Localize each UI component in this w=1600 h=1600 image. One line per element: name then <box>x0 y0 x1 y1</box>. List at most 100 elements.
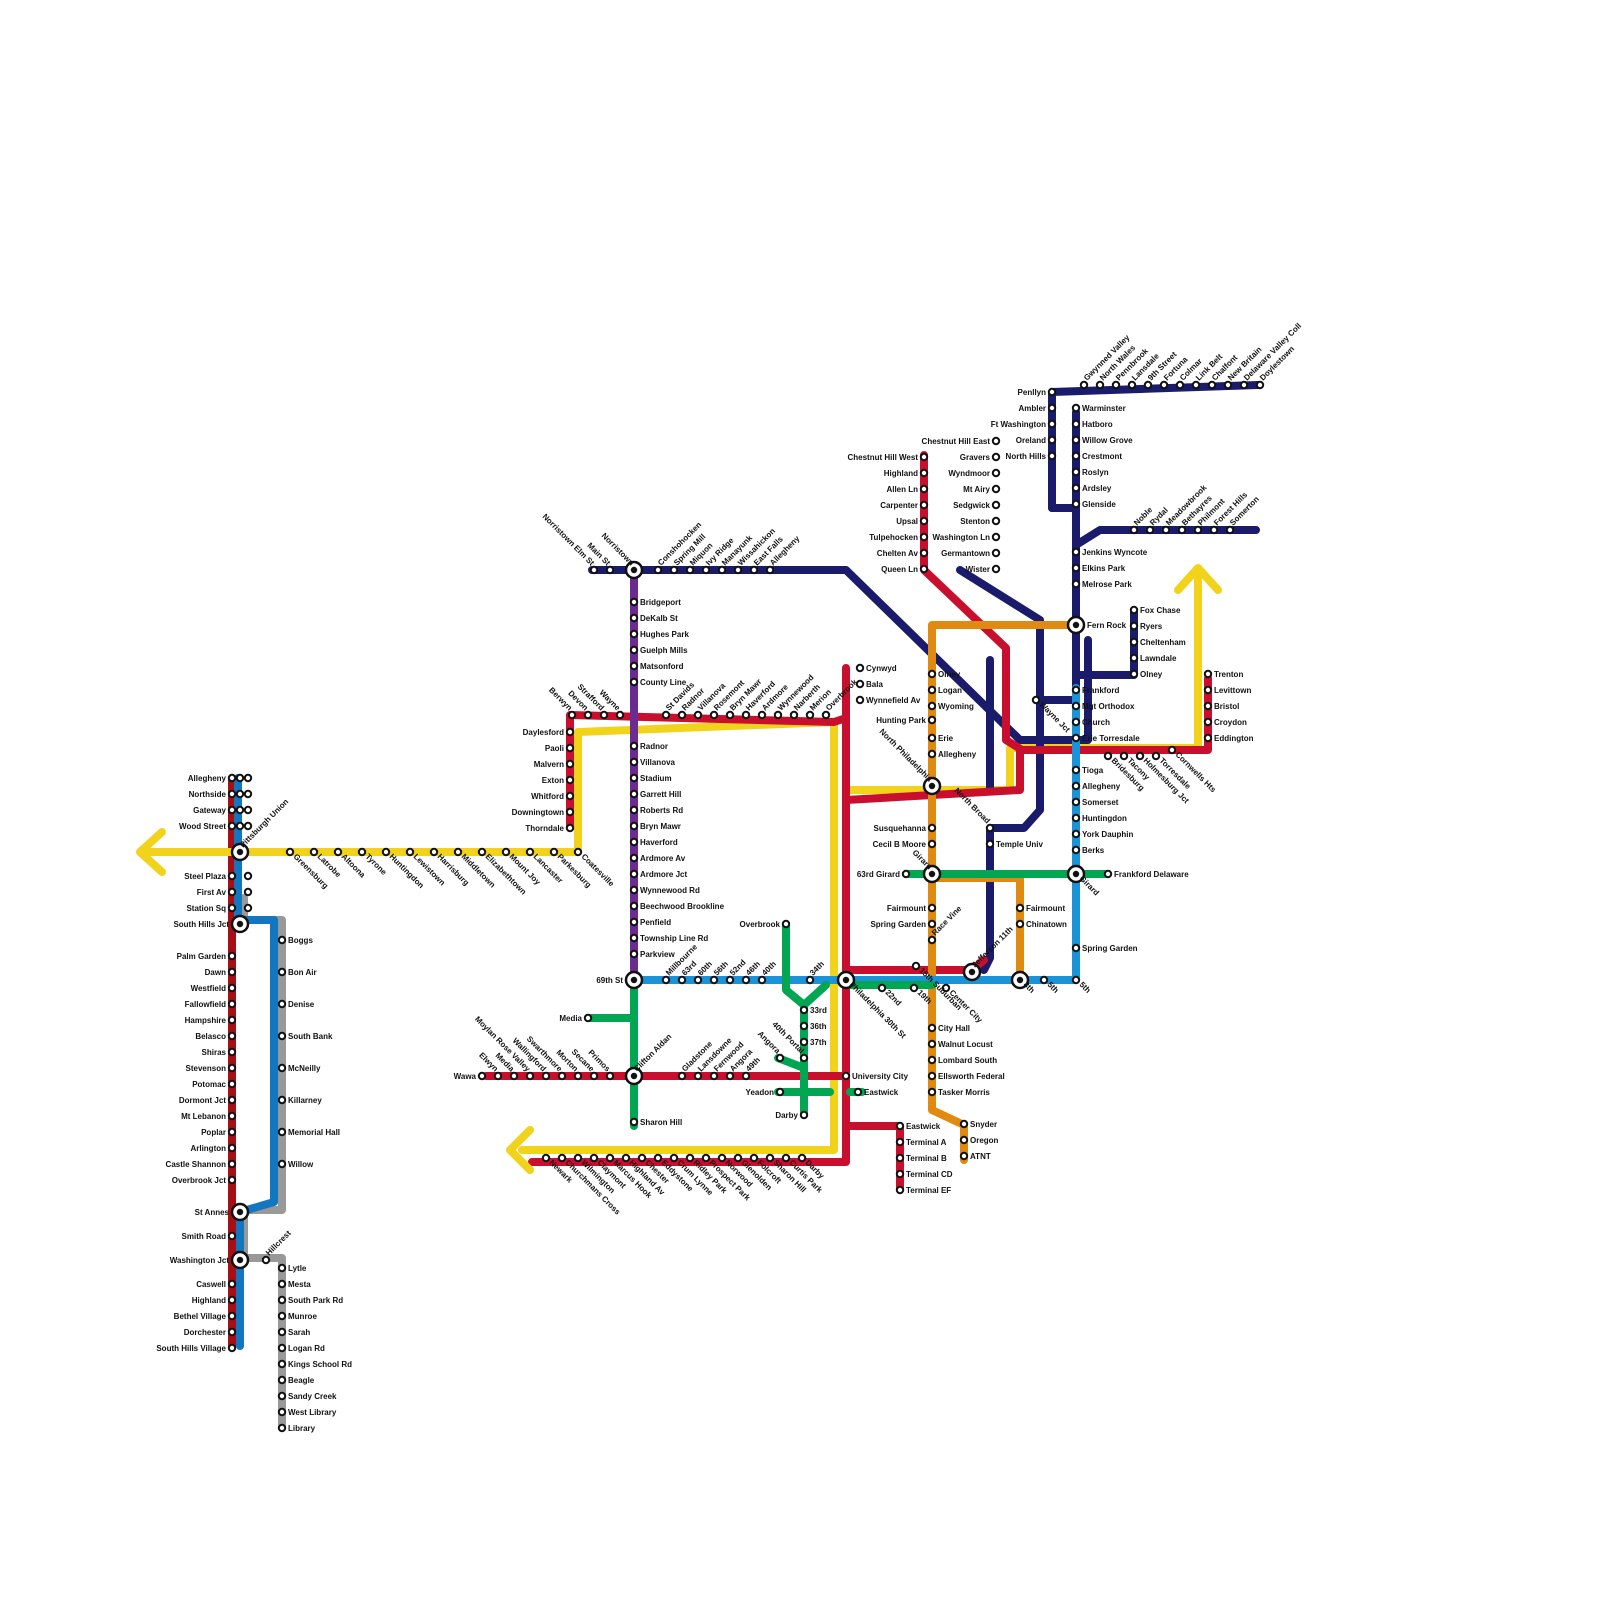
station-first-av-6[interactable] <box>227 887 237 897</box>
station-gladstone-157[interactable] <box>677 1071 687 1081</box>
station-radnor-77[interactable] <box>677 710 687 720</box>
station-wynnewood-rd-113[interactable] <box>629 885 639 895</box>
station-rydal-243[interactable] <box>1145 525 1155 535</box>
station-60th-121[interactable] <box>693 975 703 985</box>
station-harrisburg-58[interactable] <box>429 847 439 857</box>
station-mount-joy-61[interactable] <box>501 847 511 857</box>
station-gwynned-valley-223[interactable] <box>1079 380 1089 390</box>
station-tyrone-55[interactable] <box>357 847 367 857</box>
station-wallingford-151[interactable] <box>541 1071 551 1081</box>
station-willow-grove-237[interactable] <box>1071 435 1081 445</box>
station-mt-airy-212[interactable] <box>991 484 1001 494</box>
station-ardmore-jct-112[interactable] <box>629 869 639 879</box>
station-52nd-123[interactable] <box>725 975 735 985</box>
station-germantown-216[interactable] <box>991 548 1001 558</box>
station-pennbrook-225[interactable] <box>1111 380 1121 390</box>
station-bryn-mawr-80[interactable] <box>725 710 735 720</box>
station-terminal-cd-196[interactable] <box>895 1169 905 1179</box>
station-wood-street-3[interactable] <box>227 821 237 831</box>
station-22nd-128[interactable] <box>877 983 887 993</box>
station-south-hills-village-31[interactable] <box>227 1343 237 1353</box>
station-rosemont-79[interactable] <box>709 710 719 720</box>
station-atnt-282[interactable] <box>959 1151 969 1161</box>
station-56th-122[interactable] <box>709 975 719 985</box>
station-logan-rd-46[interactable] <box>277 1343 287 1353</box>
station-hillcrest-40[interactable] <box>261 1255 271 1265</box>
station-curtis-park-191[interactable] <box>781 1153 791 1163</box>
station-roberts-rd-108[interactable] <box>629 805 639 815</box>
station-bridesburg-294[interactable] <box>1103 751 1113 761</box>
station-torresdale-291[interactable] <box>1151 751 1161 761</box>
station-lancaster-62[interactable] <box>525 847 535 857</box>
station-west-library-50[interactable] <box>277 1407 287 1417</box>
station-media-149[interactable] <box>509 1071 519 1081</box>
station-wister-217[interactable] <box>991 564 1001 574</box>
station-merion-85[interactable] <box>805 710 815 720</box>
station-caswell-27[interactable] <box>227 1279 237 1289</box>
station-overbrook-jct-23[interactable] <box>227 1175 237 1185</box>
station-chestnut-hill-east-209[interactable] <box>991 436 1001 446</box>
station-wyndmoor-211[interactable] <box>991 468 1001 478</box>
station-croydon-288[interactable] <box>1203 717 1213 727</box>
station-allegheny-141[interactable] <box>1071 781 1081 791</box>
station-34th-126[interactable] <box>805 975 815 985</box>
station-pair[interactable] <box>235 821 245 831</box>
station-city-hall-275[interactable] <box>927 1023 937 1033</box>
station-walnut-locust-276[interactable] <box>927 1039 937 1049</box>
station-sarah-45[interactable] <box>277 1327 287 1337</box>
station-chelten-av-204[interactable] <box>919 548 929 558</box>
station-potomac-17[interactable] <box>227 1079 237 1089</box>
station-latrobe-53[interactable] <box>309 847 319 857</box>
station-ardmore-82[interactable] <box>757 710 767 720</box>
station-erie-torresdale-143[interactable] <box>1071 733 1081 743</box>
station-stevenson-16[interactable] <box>227 1063 237 1073</box>
station-claymont-179[interactable] <box>589 1153 599 1163</box>
station-chinatown-284[interactable] <box>1015 919 1025 929</box>
station-oreland-221[interactable] <box>1047 435 1057 445</box>
station-angora-170[interactable] <box>775 1053 785 1063</box>
station-steel-plaza-5[interactable] <box>227 871 237 881</box>
station-snyder-280[interactable] <box>959 1119 969 1129</box>
station-beechwood-brookline-114[interactable] <box>629 901 639 911</box>
station-highland-28[interactable] <box>227 1295 237 1305</box>
station-meadowbrook-244[interactable] <box>1161 525 1171 535</box>
station-36th-167[interactable] <box>799 1021 809 1031</box>
station-malvern-69[interactable] <box>565 759 575 769</box>
station-huntingdon-139[interactable] <box>1071 813 1081 823</box>
station-bridgeport-98[interactable] <box>629 597 639 607</box>
station-shiras-15[interactable] <box>227 1047 237 1057</box>
station-fairmount-271[interactable] <box>927 903 937 913</box>
station-cheltenham-255[interactable] <box>1129 637 1139 647</box>
station-pair[interactable] <box>235 773 245 783</box>
station-noble-242[interactable] <box>1129 525 1139 535</box>
station-belasco-14[interactable] <box>227 1031 237 1041</box>
station-north-hills-222[interactable] <box>1047 451 1057 461</box>
station-killarney-37[interactable] <box>277 1095 287 1105</box>
station-munroe-44[interactable] <box>277 1311 287 1321</box>
station-dorchester-30[interactable] <box>227 1327 237 1337</box>
station-olney-261[interactable] <box>927 669 937 679</box>
station-roslyn-239[interactable] <box>1071 467 1081 477</box>
station-cornwells-hts-290[interactable] <box>1167 745 1177 755</box>
station-somerset-140[interactable] <box>1071 797 1081 807</box>
station-hatboro-236[interactable] <box>1071 419 1081 429</box>
station-ridley-park-185[interactable] <box>685 1153 695 1163</box>
station-tulpehocken-203[interactable] <box>919 532 929 542</box>
station-swarthmore-152[interactable] <box>557 1071 567 1081</box>
station-south-bank-35[interactable] <box>277 1031 287 1041</box>
station-sandy-creek-49[interactable] <box>277 1391 287 1401</box>
station-elkins-park-250[interactable] <box>1071 563 1081 573</box>
station-5th-134[interactable] <box>1071 975 1081 985</box>
station-palm-garden-9[interactable] <box>227 951 237 961</box>
station-castle-shannon-22[interactable] <box>227 1159 237 1169</box>
station-lytle-41[interactable] <box>277 1263 287 1273</box>
station-matsonford-102[interactable] <box>629 661 639 671</box>
station-radnor-104[interactable] <box>629 741 639 751</box>
station-marcus-hook-180[interactable] <box>605 1153 615 1163</box>
station-parkesburg-63[interactable] <box>549 847 559 857</box>
station-ft-washington-220[interactable] <box>1047 419 1057 429</box>
station-churchmans-cross-177[interactable] <box>557 1153 567 1163</box>
station-eddington-289[interactable] <box>1203 733 1213 743</box>
station-queen-ln-205[interactable] <box>919 564 929 574</box>
station-dormont-jct-18[interactable] <box>227 1095 237 1105</box>
